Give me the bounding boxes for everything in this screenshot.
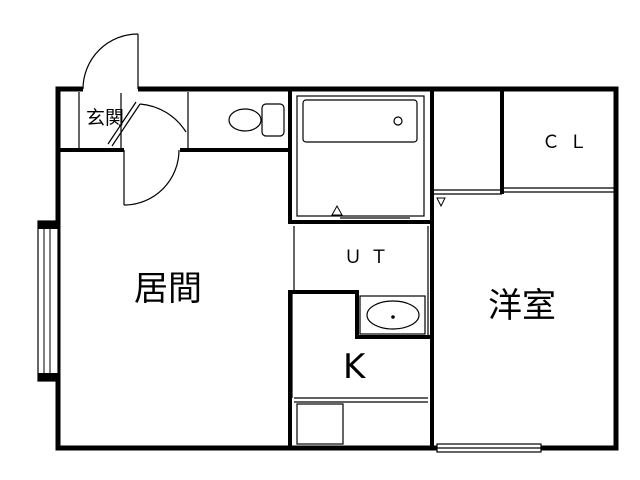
washbasin xyxy=(359,295,426,335)
genkan-inner-door[interactable] xyxy=(107,101,187,206)
room-label-western-room: 洋室 xyxy=(488,286,556,326)
thin-partitions xyxy=(78,92,502,403)
room-label-utility: ＵＴ xyxy=(344,247,396,268)
room-label-genkan: 玄関 xyxy=(86,107,125,129)
room-label-closet: ＣＬ xyxy=(542,132,596,153)
closet-sliding-door[interactable] xyxy=(504,187,614,193)
bath-door[interactable] xyxy=(340,217,410,223)
toilet-fixture xyxy=(228,103,285,137)
western-window xyxy=(436,443,542,453)
door-markers xyxy=(331,197,446,216)
living-window xyxy=(37,220,59,382)
interior-walls xyxy=(56,87,504,450)
kitchen-counter xyxy=(296,403,344,445)
bathtub xyxy=(296,95,425,217)
room-label-kitchen: K xyxy=(343,347,366,387)
room-label-living: 居間 xyxy=(134,269,202,309)
entrance-door[interactable] xyxy=(82,33,139,93)
